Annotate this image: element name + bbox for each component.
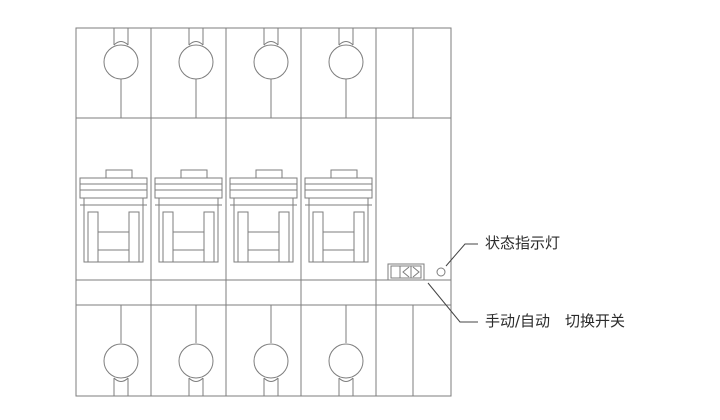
operating-handle-1[interactable] [79, 169, 148, 199]
top-terminal-screw-1 [103, 44, 139, 80]
bottom-terminal-screw-3 [253, 343, 289, 379]
module-dividers [150, 28, 377, 396]
manual-auto-switch[interactable] [387, 263, 425, 281]
manual-auto-switch-label: 手动/自动 切换开关 [485, 312, 626, 330]
switch-leader [427, 282, 478, 323]
operating-handle-2[interactable] [154, 169, 223, 199]
bottom-terminal-screw-2 [178, 343, 214, 379]
status-indicator-label: 状态指示灯 [485, 234, 561, 252]
pole-module-3 [229, 28, 298, 396]
pole-module-2 [154, 28, 223, 396]
pole-module-1 [79, 28, 148, 396]
top-terminal-screw-4 [328, 44, 364, 80]
pole-module-4 [304, 28, 373, 396]
status-indicator-leader [445, 243, 478, 267]
top-terminal-screw-3 [253, 44, 289, 80]
bottom-terminal-screw-4 [328, 343, 364, 379]
bottom-terminal-screw-1 [103, 343, 139, 379]
operating-handle-4[interactable] [304, 169, 373, 199]
operating-handle-3[interactable] [229, 169, 298, 199]
top-terminal-screw-2 [178, 44, 214, 80]
status-indicator-light [436, 267, 446, 277]
